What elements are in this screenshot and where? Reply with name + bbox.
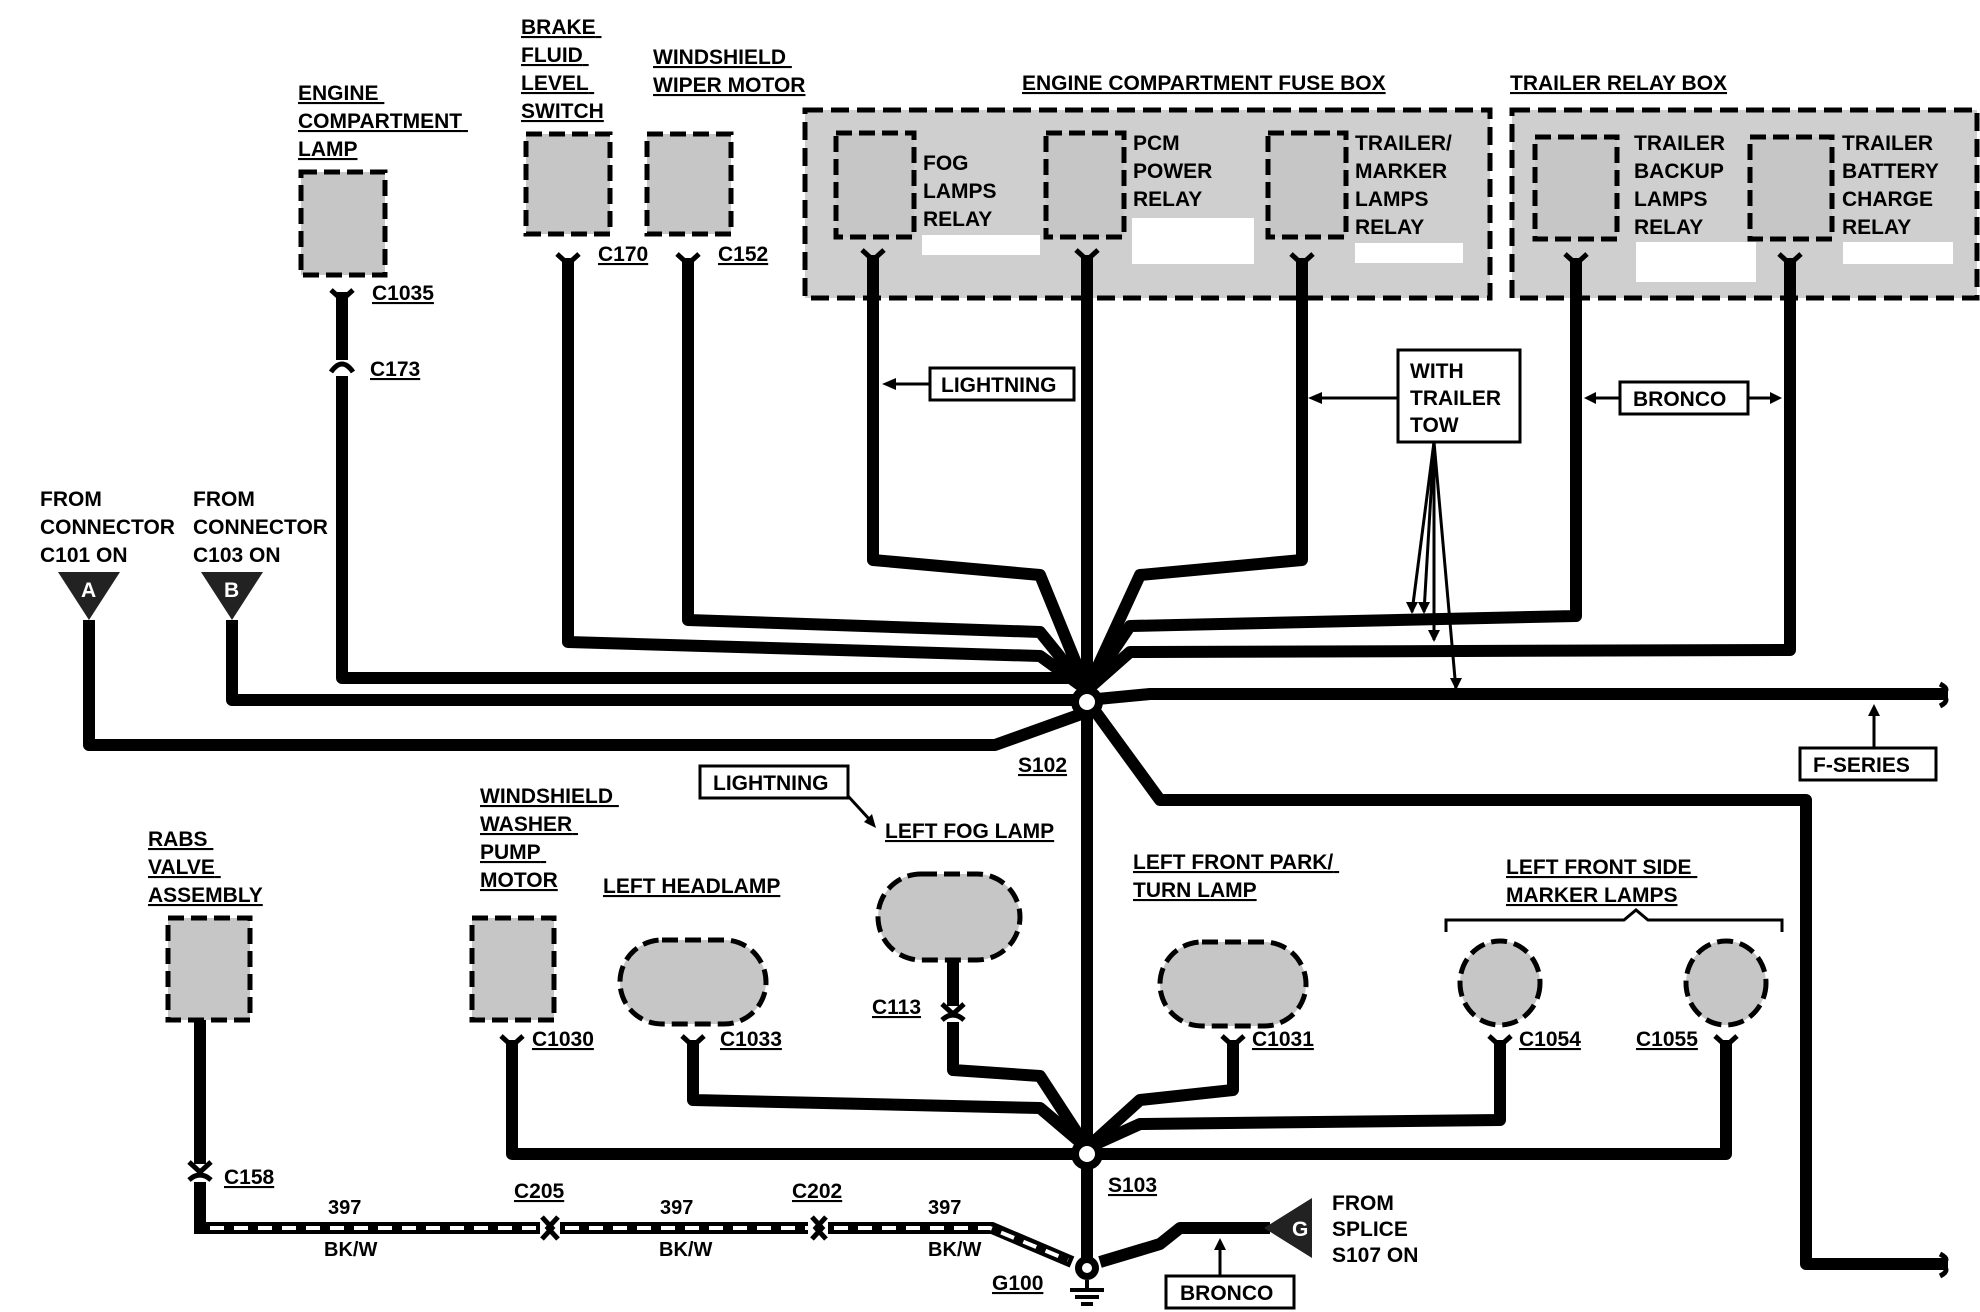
c205-label: C205 — [514, 1180, 565, 1203]
washer-pump-label: WINDSHIELD WASHER PUMP MOTOR — [480, 785, 619, 892]
lightning-bottom-leader — [846, 794, 872, 822]
engine-compartment-lamp — [298, 169, 388, 278]
c1030-label: C1030 — [532, 1028, 594, 1051]
connector-b-label: FROM CONNECTOR C103 ON — [193, 488, 334, 567]
lightning-top-arrow — [882, 378, 896, 390]
engine-lamp-label: ENGINE COMPARTMENT LAMP — [298, 82, 468, 161]
trailer-marker-lamps-relay — [1265, 130, 1349, 240]
brake-switch-label: BRAKE FLUID LEVEL SWITCH — [521, 16, 604, 123]
c1031-label: C1031 — [1252, 1028, 1314, 1051]
fuse-box-label-area-1 — [922, 235, 1040, 255]
headlamp-label: LEFT HEADLAMP — [603, 875, 780, 898]
s103-label: S103 — [1108, 1174, 1157, 1197]
backup-relay-label: TRAILER BACKUP LAMPS RELAY — [1634, 132, 1731, 239]
splice-g-letter: G — [1292, 1218, 1308, 1241]
left-front-side-marker-lamp-2 — [1683, 938, 1769, 1028]
left-front-park-turn-lamp — [1157, 939, 1309, 1029]
fuse-box-label-area-2 — [1132, 218, 1254, 264]
circuit-label-1: 397 — [328, 1197, 361, 1219]
relay-box-label-area-1 — [1636, 242, 1756, 282]
brake-fluid-level-switch — [523, 131, 613, 237]
pcm-relay-label: PCM POWER RELAY — [1133, 132, 1218, 211]
park-turn-label: LEFT FRONT PARK/ TURN LAMP — [1133, 851, 1339, 902]
rabs-valve-assembly — [165, 915, 253, 1023]
left-front-side-marker-lamp-1 — [1457, 938, 1543, 1028]
g100-label: G100 — [992, 1272, 1043, 1295]
trailer-battery-charge-relay — [1747, 134, 1835, 242]
color-label-1: BK/W — [324, 1239, 377, 1261]
bottom-connector-marks — [187, 1002, 1739, 1241]
lightning-callout-bottom — [698, 764, 850, 800]
lightning-bottom-arrow — [864, 814, 876, 828]
ground-g100-icon — [1070, 1256, 1104, 1306]
fuse-box-label-area-3 — [1355, 243, 1463, 263]
windshield-washer-pump-motor — [469, 915, 557, 1023]
bronco-callout-bottom — [1164, 1274, 1296, 1310]
windshield-wiper-motor — [644, 131, 734, 237]
engine-compartment-fuse-box — [802, 107, 1493, 301]
s102-label: S102 — [1018, 754, 1067, 777]
lower-wires — [194, 960, 1732, 1268]
lightning-callout-top — [928, 366, 1076, 402]
c1054-label: C1054 — [1519, 1028, 1581, 1051]
c158-label: C158 — [224, 1166, 275, 1189]
left-fog-lamp — [875, 871, 1023, 963]
splice-s103-center — [1079, 1146, 1095, 1162]
fog-lamps-relay — [833, 130, 917, 240]
charge-relay-label: TRAILER BATTERY CHARGE RELAY — [1842, 132, 1944, 239]
splice-g-triangle — [1264, 1198, 1312, 1258]
pcm-power-relay — [1043, 130, 1127, 240]
lightning-callout-bottom-text: LIGHTNING — [713, 772, 829, 795]
wiper-motor-label: WINDSHIELD WIPER MOTOR — [653, 46, 805, 97]
left-headlamp — [617, 937, 769, 1027]
splice-g-label: FROM SPLICE S107 ON — [1332, 1192, 1418, 1267]
c152-label: C152 — [718, 243, 768, 266]
top-connector-marks — [328, 248, 1949, 1279]
bronco-top-leaders — [1584, 392, 1782, 404]
f-series-callout — [1798, 746, 1938, 782]
connector-b-triangle — [201, 572, 263, 620]
bronco-bottom-arrow — [1214, 1238, 1226, 1250]
connector-a-letter: A — [81, 579, 96, 602]
rabs-label: RABS VALVE ASSEMBLY — [148, 828, 263, 907]
f-series-callout-text: F-SERIES — [1813, 754, 1910, 777]
color-label-2: BK/W — [659, 1239, 712, 1261]
connector-a-label: FROM CONNECTOR C101 ON — [40, 488, 181, 567]
side-marker-bracket — [1444, 908, 1784, 932]
lightning-callout-top-text: LIGHTNING — [941, 374, 1057, 397]
color-label-3: BK/W — [928, 1239, 981, 1261]
side-marker-label: LEFT FRONT SIDE MARKER LAMPS — [1506, 856, 1697, 907]
c170-label: C170 — [598, 243, 648, 266]
bronco-callout-bottom-text: BRONCO — [1180, 1282, 1273, 1305]
trailer-tow-leaders — [1308, 392, 1462, 691]
connector-a-triangle — [58, 572, 120, 620]
marker-relay-label: TRAILER/ MARKER LAMPS RELAY — [1355, 132, 1458, 239]
circuit-label-3: 397 — [928, 1197, 961, 1219]
c1033-label: C1033 — [720, 1028, 782, 1051]
c113-label: C113 — [872, 996, 921, 1019]
trailer-backup-lamps-relay — [1532, 134, 1620, 242]
c1035-label: C1035 — [372, 282, 434, 305]
f-series-arrow — [1868, 704, 1880, 716]
bk-w-ground-wire — [194, 1182, 1075, 1268]
c1055-label: C1055 — [1636, 1028, 1698, 1051]
trailer-tow-callout — [1396, 348, 1522, 444]
connector-b-letter: B — [224, 579, 239, 602]
relay-box-label-area-2 — [1843, 242, 1953, 264]
fog-relay-label: FOG LAMPS RELAY — [923, 152, 1002, 231]
trailer-relay-box-title: TRAILER RELAY BOX — [1510, 72, 1727, 95]
circuit-label-2: 397 — [660, 1197, 693, 1219]
c202-label: C202 — [792, 1180, 842, 1203]
trailer-tow-callout-text: WITH TRAILER TOW — [1410, 360, 1507, 437]
c173-label: C173 — [370, 358, 420, 381]
bronco-callout-top-text: BRONCO — [1633, 388, 1726, 411]
fuse-box-title: ENGINE COMPARTMENT FUSE BOX — [1022, 72, 1386, 95]
fog-lamp-label: LEFT FOG LAMP — [885, 820, 1054, 843]
splice-s102-center — [1079, 694, 1095, 710]
